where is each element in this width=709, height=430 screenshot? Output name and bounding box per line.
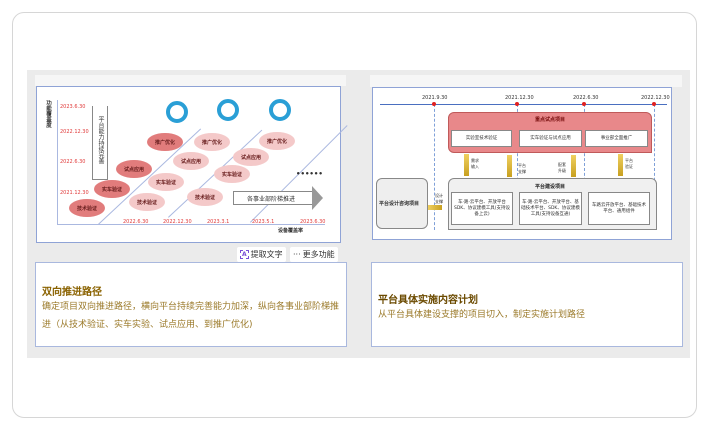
consult-title: 平台设计咨询项目 (379, 201, 420, 207)
y-date: 2023.6.30 (60, 104, 86, 110)
stage-ellipse: 试点应用 (173, 152, 209, 170)
y-date: 2021.12.30 (60, 190, 89, 196)
caption-title: 双向推进路径 (42, 287, 102, 298)
caption-desc: 从平台具体建设支撑的项目切入，制定实施计划路径 (378, 310, 586, 320)
arrow-label: 平台支撑 (518, 163, 526, 174)
right-arrow-text: 各事业部阶梯推进 (247, 196, 296, 203)
milestone-dot (652, 102, 656, 106)
y-date: 2022.12.30 (60, 129, 89, 135)
cycle-ring-icon (166, 101, 188, 123)
pilot-item: 事业部全面推广 (585, 130, 648, 147)
more-dots: •••••• (296, 170, 323, 178)
cycle-ring-icon (217, 99, 239, 121)
arrow-label: 配套升级 (558, 162, 566, 173)
stage-ellipse: 推广优化 (194, 133, 230, 151)
timeline-dash (517, 104, 518, 230)
milestone-dot (582, 102, 586, 106)
stage-ellipse: 实车验证 (148, 173, 184, 191)
timeline-date: 2021.9.30 (422, 95, 448, 101)
stage-ellipse: 技术验证 (187, 188, 223, 206)
x-date: 2023.3.1 (207, 219, 230, 225)
stage-ellipse: 推广优化 (147, 133, 183, 151)
timeline-axis (380, 104, 667, 105)
arrow-label: 设计支撑 (435, 193, 443, 204)
up-arrow-icon (571, 155, 576, 177)
stage-ellipse: 试点应用 (116, 160, 152, 178)
extract-text-label: 提取文字 (250, 250, 283, 259)
build-item: 车·路·云平台、开放平台、基础技术平台、SDK、协议建模工具(支持设备互通) (519, 192, 582, 225)
right-arrow-icon (428, 205, 442, 210)
y-date: 2022.6.30 (60, 159, 86, 165)
timeline-dash (654, 104, 655, 230)
extract-text-button[interactable]: A 提取文字 (237, 247, 286, 262)
stage-ellipse: 实车验证 (94, 180, 130, 198)
arrow-label: 平台验证 (625, 158, 633, 169)
image-top-strip (370, 75, 682, 87)
arrow-head (312, 186, 323, 210)
x-date: 2022.6.30 (123, 219, 149, 225)
stage-ellipse: 试点应用 (233, 148, 269, 166)
text-recognize-icon: A (240, 250, 249, 259)
timeline-date: 2022.12.30 (641, 95, 670, 101)
build-title: 平台建设项目 (535, 184, 566, 190)
caption-card: 双向推进路径 确定项目双向推进路径，横向平台持续完善能力加深，纵向各事业部阶梯推… (35, 262, 347, 347)
timeline-date: 2021.12.30 (505, 95, 534, 101)
arrow-label: 需求输入 (471, 158, 479, 169)
x-date: 2022.12.30 (163, 219, 192, 225)
x-date: 2023.5.1 (252, 219, 275, 225)
up-arrow-text: 平台能力持续完善 (97, 116, 104, 164)
caption-card: 平台具体实施内容计划 从平台具体建设支撑的项目切入，制定实施计划路径 (371, 262, 683, 347)
pilot-title: 重点试点项目 (535, 117, 566, 123)
milestone-dot (432, 102, 436, 106)
x-date: 2023.6.30 (300, 219, 326, 225)
x-axis (57, 224, 325, 225)
pilot-item: 实车验证与试点应用 (519, 130, 582, 147)
stage-ellipse: 实车验证 (214, 165, 250, 183)
x-axis-label: 设备覆盖率 (278, 228, 304, 234)
y-axis-label: 功能覆盖度 (45, 100, 51, 128)
image-top-strip (35, 75, 346, 86)
consult-project-box (376, 178, 428, 229)
up-arrow-icon (92, 106, 108, 180)
milestone-dot (515, 102, 519, 106)
caption-title: 平台具体实施内容计划 (378, 295, 478, 306)
timeline-date: 2022.6.30 (573, 95, 599, 101)
timeline-dash (584, 104, 585, 230)
stage-ellipse: 技术验证 (69, 199, 105, 217)
caption-desc: 确定项目双向推进路径，横向平台持续完善能力加深，纵向各事业部阶梯推进（从技术验证… (42, 302, 340, 330)
build-item: 车路云开放平台、基础技术平台、通用组件 (588, 192, 650, 225)
cycle-ring-icon (269, 99, 291, 121)
build-item: 车·路·云平台、开放平台SDK、协议建模工具(支持设备上云) (451, 192, 513, 225)
stage-ellipse: 技术验证 (129, 193, 165, 211)
up-arrow-icon (507, 155, 512, 177)
stage-ellipse: 推广优化 (259, 132, 295, 150)
y-axis (57, 100, 58, 225)
down-arrow-icon (464, 154, 469, 176)
more-functions-label: 更多功能 (302, 250, 335, 259)
timeline-dash (434, 104, 435, 230)
more-dots-icon: ··· (293, 250, 301, 259)
more-functions-button[interactable]: ··· 更多功能 (290, 247, 338, 262)
pilot-item: 实验室技术验证 (451, 130, 512, 147)
down-arrow-icon (618, 154, 623, 176)
